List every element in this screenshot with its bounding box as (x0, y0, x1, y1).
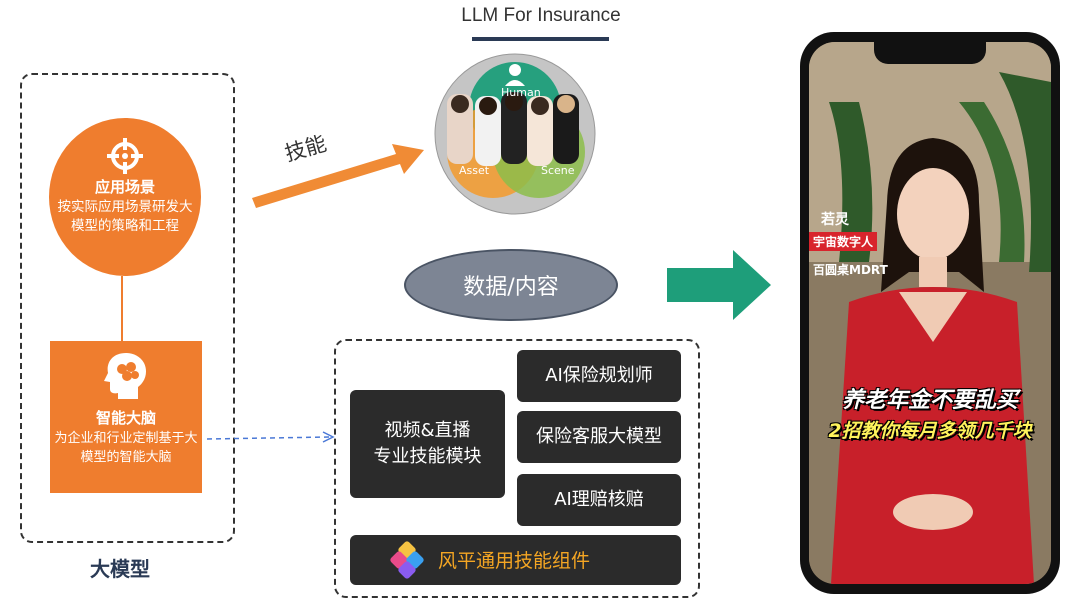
brain-description: 为企业和行业定制基于大模型的智能大脑 (54, 431, 198, 465)
avatar-name-tag: 若灵 (821, 212, 849, 228)
mdrt-tag: 百圆桌MDRT (813, 263, 888, 277)
person-icon (505, 64, 525, 86)
scene-title: 应用场景 (94, 178, 155, 196)
output-arrow (667, 250, 771, 320)
fengping-logo-icon (390, 541, 424, 579)
brain-head-icon (104, 353, 146, 399)
video-caption-main: 养老年金不要乱买 (841, 388, 1018, 413)
ai-insurance-planner-module: AI保险规划师 (517, 350, 681, 402)
video-live-label: 视频&直播 专业技能模块 (373, 420, 482, 467)
venn-human-label: Human (501, 86, 541, 99)
venn-asset-label: Asset (459, 164, 490, 177)
application-scene-node: 应用场景 按实际应用场景研发大模型的策略和工程 (49, 118, 201, 276)
insurance-service-model-module: 保险客服大模型 (517, 411, 681, 463)
skill-modules-panel (334, 339, 700, 598)
scene-brain-connector (121, 276, 123, 342)
data-content-oval: 数据/内容 (404, 249, 618, 321)
dashed-connector-arrow (206, 431, 335, 443)
venn-scene-label: Scene (541, 164, 575, 177)
smart-brain-node: 智能大脑 为企业和行业定制基于大模型的智能大脑 (50, 341, 202, 493)
fengping-label: 风平通用技能组件 (438, 550, 591, 572)
digital-human-avatars (447, 92, 579, 166)
digital-human-tag: 宇宙数字人 (809, 232, 878, 251)
skill-arrow (252, 144, 424, 208)
large-model-panel (20, 73, 235, 543)
large-model-label: 大模型 (90, 557, 150, 581)
phone-notch (874, 42, 986, 64)
brain-title: 智能大脑 (95, 409, 156, 427)
video-caption-sub: 2招教你每月多领几千块 (828, 420, 1032, 442)
crosshair-icon (107, 138, 143, 174)
phone-screen: 若灵 宇宙数字人 百圆桌MDRT 养老年金不要乱买 2招教你每月多领几千块 (809, 42, 1051, 584)
ai-claims-module: AI理赔核赔 (517, 474, 681, 526)
venn-svg (434, 53, 596, 215)
video-live-module: 视频&直播 专业技能模块 (350, 390, 505, 498)
scene-description: 按实际应用场景研发大模型的策略和工程 (57, 199, 193, 234)
phone-mockup: 若灵 宇宙数字人 百圆桌MDRT 养老年金不要乱买 2招教你每月多领几千块 (800, 32, 1060, 594)
digital-human-video-frame (809, 42, 1051, 584)
venn-diagram: Human Asset Scene (429, 52, 601, 217)
page-title: LLM For Insurance (461, 5, 621, 26)
fengping-components-module: 风平通用技能组件 (350, 535, 681, 585)
title-underline (472, 37, 609, 41)
